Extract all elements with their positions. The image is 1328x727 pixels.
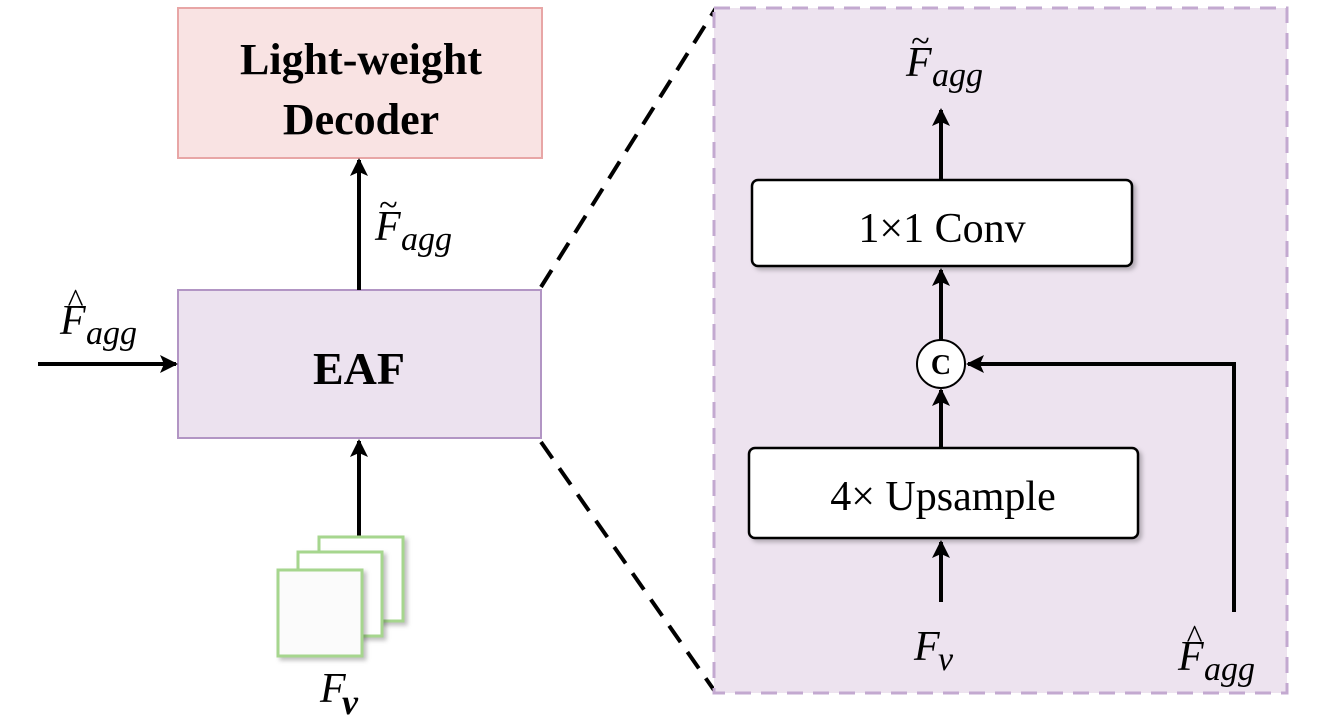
light-weight-decoder-block: Light-weight Decoder [177, 7, 543, 159]
detail-input-f-agg-hat: ^ F agg [1177, 619, 1255, 688]
detail-fv-sub: v [938, 641, 954, 678]
zoom-line-bottom [539, 440, 718, 695]
left-output-symbol: F [374, 204, 401, 250]
left-output-accent: ~ [379, 187, 397, 224]
detail-output-accent: ~ [911, 23, 929, 60]
arrow-skip-to-concat [966, 355, 1236, 612]
upsample-label: 4× Upsample [830, 474, 1055, 520]
feature-map-stack [276, 535, 405, 658]
upsample-box [747, 446, 1140, 540]
detail-output-sub: agg [932, 57, 983, 94]
detail-output-f-agg-tilde: ~ F agg [905, 23, 983, 94]
zoom-line-top [539, 6, 718, 289]
concat-node: C [916, 339, 966, 389]
conv-label: 1×1 Conv [858, 206, 1025, 252]
upsample-4x-block: 4× Upsample [747, 446, 1140, 540]
decoder-box [177, 7, 543, 159]
left-output-f-agg-tilde: ~ F agg [374, 187, 452, 258]
left-features-symbol: F [319, 666, 346, 712]
conv-box [750, 178, 1134, 268]
conv-1x1-block: 1×1 Conv [750, 178, 1134, 268]
detail-input-f-v: F v [913, 624, 954, 678]
left-output-sub: agg [401, 221, 452, 258]
decoder-label-line1: Light-weight [240, 35, 482, 84]
detail-input-sub: agg [1204, 651, 1255, 688]
detail-fv-symbol: F [913, 624, 940, 670]
left-features-f-v: F v [319, 666, 359, 722]
left-input-sub: agg [86, 315, 137, 352]
left-features-sub: v [342, 682, 359, 722]
left-input-symbol: F [59, 298, 86, 344]
feature-map-front [276, 568, 364, 658]
left-input-f-agg-hat: ^ F agg [59, 283, 137, 352]
concat-label: C [931, 350, 951, 381]
decoder-label-line2: Decoder [283, 95, 439, 144]
detail-input-accent: ^ [1186, 619, 1203, 656]
eaf-block: EAF [177, 289, 542, 439]
detail-input-symbol: F [1177, 634, 1204, 680]
eaf-label: EAF [313, 343, 405, 394]
left-input-accent: ^ [67, 283, 84, 320]
eaf-box [177, 289, 542, 439]
eaf-detail-panel [712, 6, 1289, 695]
detail-output-symbol: F [905, 40, 932, 86]
